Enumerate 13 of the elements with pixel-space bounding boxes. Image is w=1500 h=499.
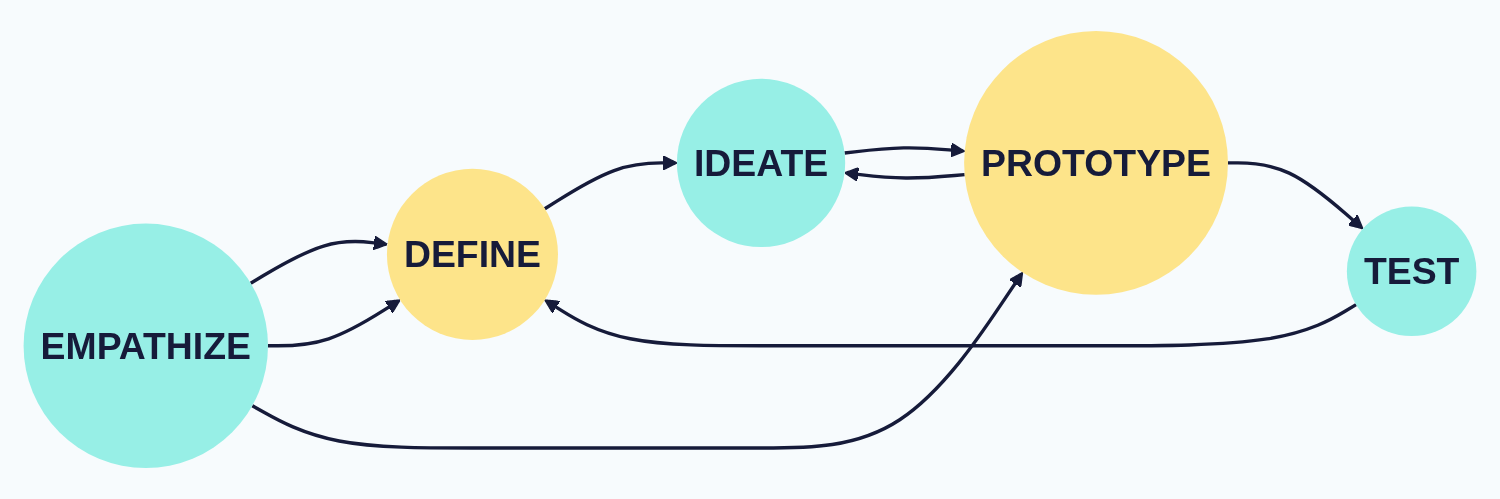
stage-label: IDEATE — [693, 140, 829, 187]
arrow — [268, 299, 401, 348]
arrow — [543, 155, 678, 211]
arrow — [843, 166, 965, 182]
arrow — [1227, 161, 1364, 230]
arrow — [249, 235, 389, 285]
stage-label: DEFINE — [403, 232, 541, 278]
stage-label: TEST — [1363, 249, 1460, 295]
arrow — [844, 142, 966, 158]
arrow — [251, 271, 1024, 450]
stage-label: EMPATHIZE — [40, 323, 251, 370]
stage-label: PROTOTYPE — [981, 140, 1211, 187]
arrow — [544, 299, 1357, 348]
